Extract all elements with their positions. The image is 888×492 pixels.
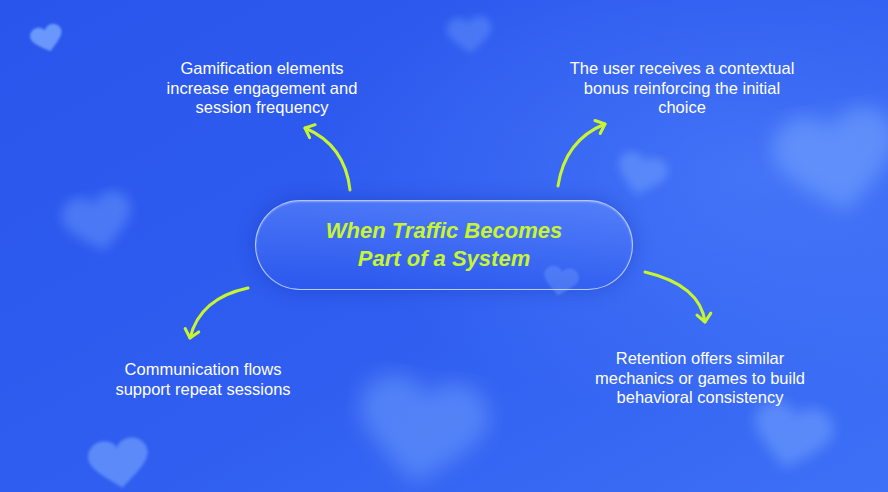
- heart-shape: [58, 188, 138, 258]
- title-pill: When Traffic Becomes Part of a System: [255, 200, 633, 290]
- pointer-arrow: [645, 272, 705, 322]
- branch-text: The user receives a contextual bonus rei…: [565, 59, 799, 118]
- heart-shape: [746, 397, 838, 477]
- pointer-arrow: [305, 128, 350, 190]
- pointer-arrow: [558, 124, 605, 186]
- pill-heading: When Traffic Becomes Part of a System: [304, 217, 584, 273]
- pointer-arrow: [190, 288, 248, 338]
- heart-shape: [446, 15, 494, 55]
- heart-shape: [28, 22, 66, 55]
- heart-shape: [767, 101, 888, 223]
- heart-shape: [350, 370, 493, 492]
- branch-text: Communication flows support repeat sessi…: [102, 360, 304, 399]
- heart-decorations: [28, 15, 888, 492]
- branch-text: Gamification elements increase engagemen…: [156, 59, 368, 118]
- heart-shape: [612, 149, 671, 201]
- heart-shape: [86, 435, 152, 492]
- branch-text: Retention offers similar mechanics or ga…: [581, 349, 819, 408]
